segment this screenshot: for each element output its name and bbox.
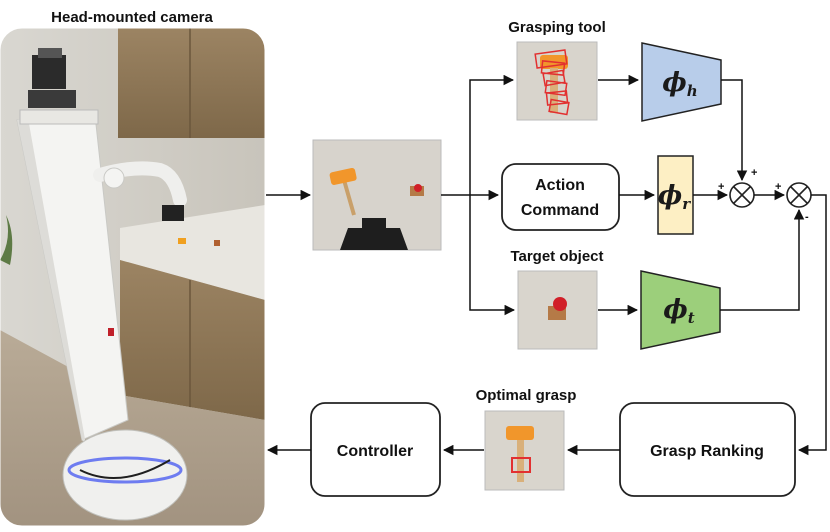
encoder-h-subscript: h	[687, 82, 698, 100]
action-command-box: Action Command	[501, 163, 620, 231]
grasping-tool-label: Grasping tool	[508, 19, 606, 36]
grasping-tool-image	[516, 41, 598, 121]
encoder-r: ϕr	[657, 155, 694, 235]
svg-text:ϕh: ϕh	[662, 68, 697, 100]
controller-label: Controller	[337, 443, 413, 460]
encoder-t: ϕt	[640, 270, 721, 350]
svg-text:ϕr: ϕr	[658, 181, 691, 213]
optimal-grasp-label: Optimal grasp	[476, 387, 577, 404]
mul-top-sign: +	[751, 167, 757, 179]
target-object-label: Target object	[510, 248, 603, 265]
svg-text:ϕt: ϕt	[663, 295, 694, 327]
connectors	[266, 74, 827, 456]
camera-label: Head-mounted camera	[51, 9, 213, 26]
action-line-1: Action	[535, 177, 585, 194]
difference-operator	[786, 182, 812, 208]
scene-image	[312, 139, 442, 251]
encoder-r-subscript: r	[682, 195, 691, 213]
target-object-image	[517, 270, 598, 350]
action-line-2: Command	[521, 202, 599, 219]
encoder-h-symbol: ϕ	[662, 68, 686, 98]
sum-bottom-sign: -	[805, 211, 809, 223]
multiply-operator	[729, 182, 755, 208]
controller-box: Controller	[310, 402, 441, 497]
encoder-r-symbol: ϕ	[658, 181, 682, 211]
mul-left-sign: +	[718, 181, 724, 193]
encoder-h: ϕh	[641, 42, 722, 122]
encoder-t-subscript: t	[688, 309, 695, 327]
robot-photo	[0, 28, 265, 526]
optimal-grasp-image	[484, 410, 565, 491]
sum-left-sign: +	[775, 181, 781, 193]
encoder-t-symbol: ϕ	[663, 295, 687, 325]
grasp-ranking-label: Grasp Ranking	[650, 443, 764, 460]
grasp-ranking-box: Grasp Ranking	[619, 402, 796, 497]
